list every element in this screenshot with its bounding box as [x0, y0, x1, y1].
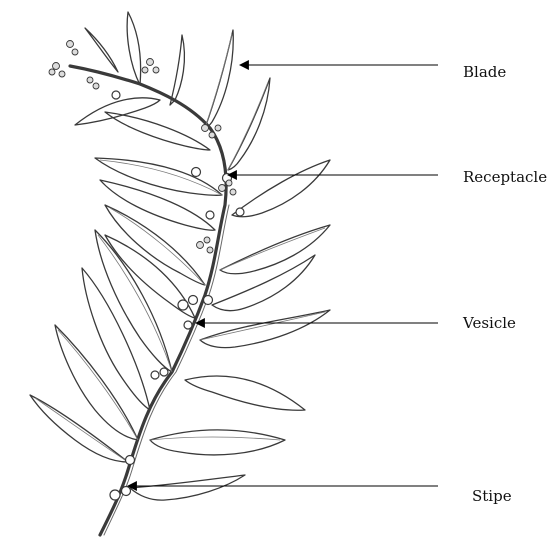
leader-lines [128, 65, 438, 486]
receptacle-label: Receptacle [463, 168, 547, 186]
blade [232, 160, 330, 217]
blade [105, 205, 205, 285]
blade [212, 255, 315, 311]
blade [95, 158, 222, 195]
stipe-stem [70, 66, 226, 535]
blade-midribs [35, 34, 325, 462]
blade [185, 376, 305, 410]
vesicles [110, 91, 244, 500]
receptacles [49, 41, 236, 254]
blade [85, 28, 118, 72]
blade [105, 112, 210, 150]
blade-label: Blade [463, 63, 506, 81]
stipe-label: Stipe [472, 487, 512, 505]
blade [228, 78, 270, 170]
blade [170, 35, 184, 105]
blade [130, 475, 245, 500]
blade [150, 430, 285, 455]
blade [127, 12, 141, 85]
vesicle-label: Vesicle [463, 314, 516, 332]
